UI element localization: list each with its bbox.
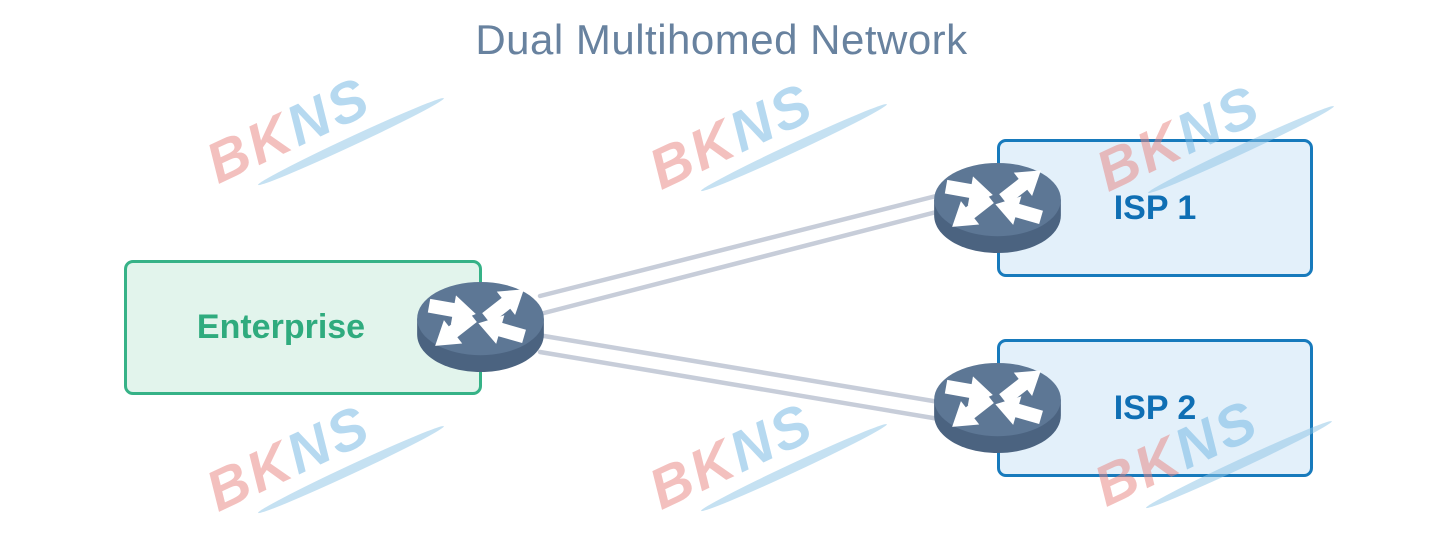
link-enterprise-isp2-line2	[537, 349, 948, 423]
watermark-text-ns: NS	[719, 390, 824, 485]
link-enterprise-isp1-line1	[537, 190, 951, 299]
watermark-text-bk: BK	[196, 428, 304, 525]
bkns-watermark: BKNS	[196, 40, 446, 204]
watermark-swoosh	[256, 422, 446, 517]
watermark-text-ns: NS	[276, 64, 381, 159]
watermark-text-bk: BK	[639, 426, 747, 523]
watermark-text-ns: NS	[719, 70, 824, 165]
bkns-watermark: BKNS	[639, 366, 889, 530]
link-enterprise-isp1-line2	[541, 206, 951, 316]
isp1-router-icon	[934, 162, 1061, 254]
watermark-text-bk: BK	[196, 100, 304, 197]
isp2-label: ISP 2	[1113, 388, 1197, 427]
isp1-label: ISP 1	[1113, 188, 1197, 227]
enterprise-label: Enterprise	[196, 308, 366, 346]
enterprise-router-icon	[417, 281, 544, 373]
watermark-swoosh	[256, 94, 446, 189]
isp2-router-icon	[934, 362, 1061, 454]
watermark-text-ns: NS	[276, 392, 381, 487]
diagram-title: Dual Multihomed Network	[475, 16, 968, 63]
link-enterprise-isp2-line1	[541, 333, 948, 406]
bkns-watermark: BKNS	[639, 46, 889, 210]
watermark-swoosh	[699, 420, 889, 515]
watermark-swoosh	[699, 100, 889, 195]
watermark-text-bk: BK	[639, 106, 747, 203]
